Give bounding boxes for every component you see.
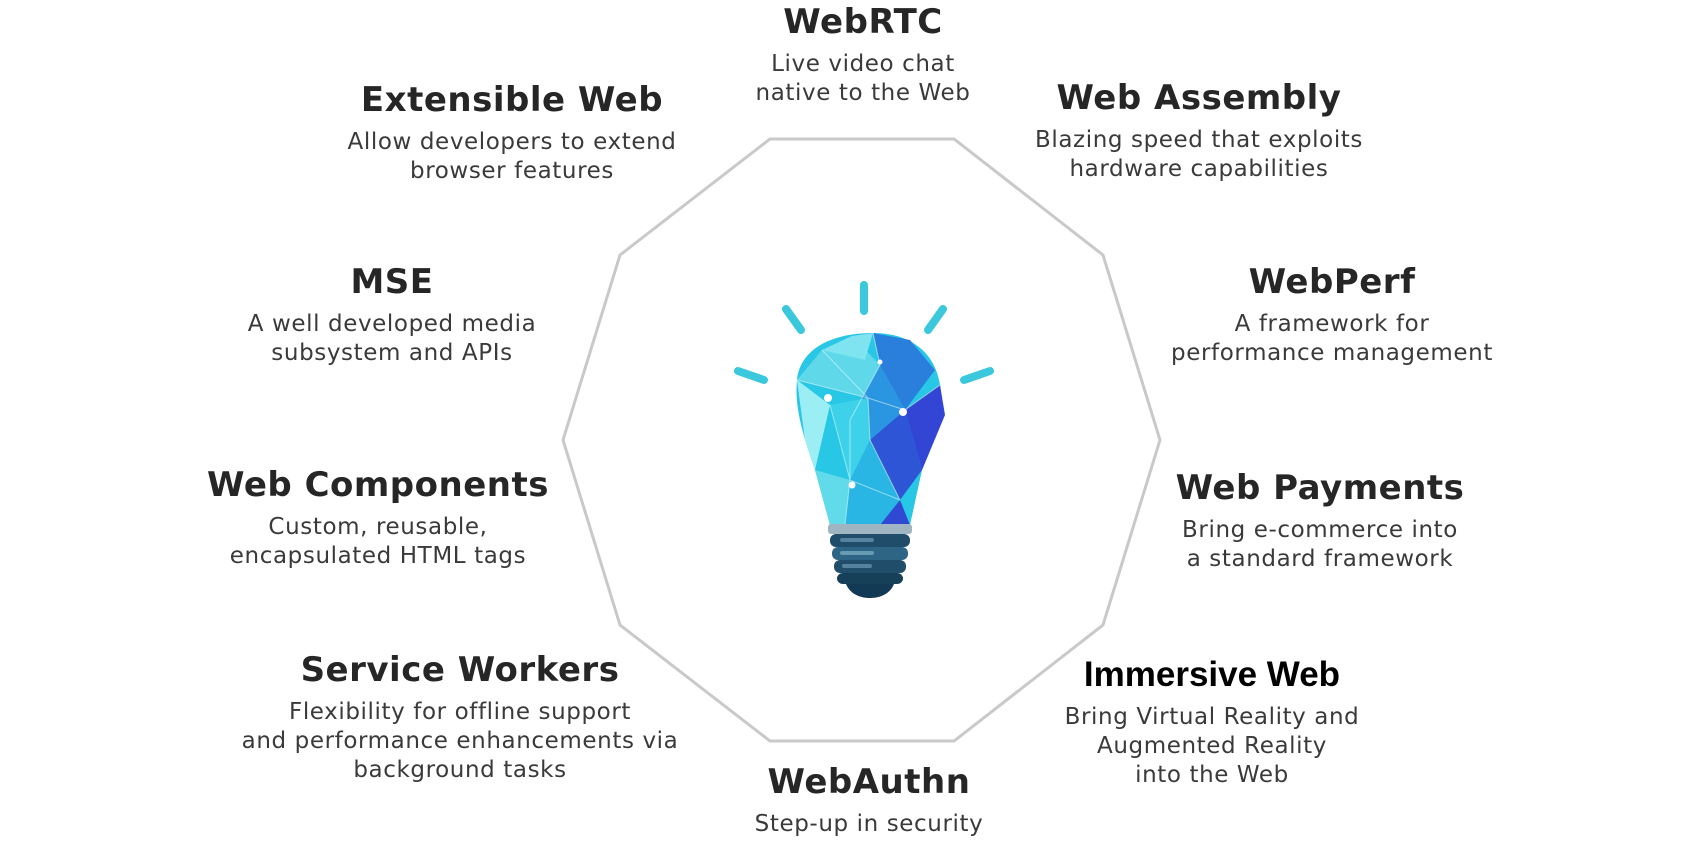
feature-webrtc: WebRTC Live video chat native to the Web — [756, 2, 971, 108]
feature-title: Service Workers — [242, 650, 679, 690]
feature-extensible-web: Extensible Web Allow developers to exten… — [348, 80, 677, 186]
feature-description: Blazing speed that exploits hardware cap… — [1035, 126, 1363, 184]
feature-web-components: Web Components Custom, reusable, encapsu… — [207, 465, 549, 571]
feature-title: Web Payments — [1176, 468, 1465, 508]
feature-description: Allow developers to extend browser featu… — [348, 128, 677, 186]
feature-description: Live video chat native to the Web — [756, 50, 971, 108]
feature-title: Immersive Web — [1065, 655, 1360, 695]
feature-description: Bring Virtual Reality and Augmented Real… — [1065, 703, 1360, 790]
feature-title: WebRTC — [756, 2, 971, 42]
feature-web-payments: Web Payments Bring e-commerce into a sta… — [1176, 468, 1465, 574]
bulb-glass — [796, 333, 945, 525]
feature-web-assembly: Web Assembly Blazing speed that exploits… — [1035, 78, 1363, 184]
feature-immersive-web: Immersive Web Bring Virtual Reality and … — [1065, 655, 1360, 790]
bulb-base — [828, 524, 912, 598]
feature-title: WebPerf — [1171, 262, 1493, 302]
feature-title: Web Components — [207, 465, 549, 505]
feature-description: Step-up in security — [755, 810, 984, 839]
light-ray — [964, 371, 990, 380]
feature-description: Bring e-commerce into a standard framewo… — [1176, 516, 1465, 574]
feature-service-workers: Service Workers Flexibility for offline … — [242, 650, 679, 785]
light-ray — [738, 371, 764, 380]
light-ray — [786, 309, 801, 330]
feature-title: Extensible Web — [348, 80, 677, 120]
feature-description: A framework for performance management — [1171, 310, 1493, 368]
lightbulb-icon — [738, 285, 990, 598]
feature-webauthn: WebAuthn Step-up in security — [755, 762, 984, 839]
feature-title: WebAuthn — [755, 762, 984, 802]
feature-title: Web Assembly — [1035, 78, 1363, 118]
feature-description: A well developed media subsystem and API… — [248, 310, 537, 368]
feature-description: Custom, reusable, encapsulated HTML tags — [207, 513, 549, 571]
feature-title: MSE — [248, 262, 537, 302]
feature-description: Flexibility for offline support and perf… — [242, 698, 679, 785]
light-ray — [928, 309, 943, 330]
feature-webperf: WebPerf A framework for performance mana… — [1171, 262, 1493, 368]
feature-mse: MSE A well developed media subsystem and… — [248, 262, 537, 368]
